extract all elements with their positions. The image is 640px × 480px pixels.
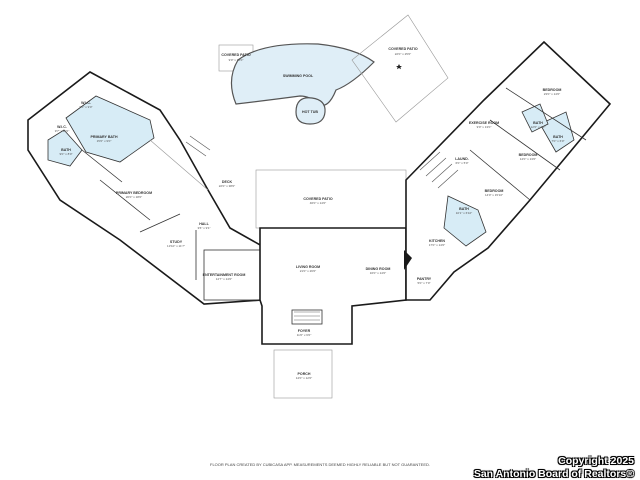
pantry-label: PANTRY — [417, 277, 432, 281]
study-dim: 13'10" x 11'7" — [167, 244, 185, 248]
deck-stairs — [185, 141, 207, 157]
bath-small-area — [47, 129, 83, 167]
bedroom-b-label: BEDROOM — [519, 153, 538, 157]
covered-patio-center-dim: 46'0" x 14'0" — [310, 201, 326, 205]
bath-east-dim: 10'1" x 6'10" — [456, 211, 472, 215]
fireplace-hatch — [294, 311, 320, 321]
bedroom-c-dim: 23'0" x 14'0" — [544, 92, 560, 96]
foyer-dim: 11'0" x 6'0" — [297, 333, 312, 337]
hot-tub-label: HOT TUB — [302, 110, 318, 114]
laundry-dim: 6'0" x 5'0" — [455, 161, 468, 165]
stairs — [419, 151, 459, 189]
bath-ne1-label: BATH — [533, 121, 543, 125]
dining-room-dim: 16'0" x 14'0" — [370, 271, 386, 275]
covered-patio-center-label: COVERED PATIO — [303, 197, 332, 201]
bath-east-area — [443, 195, 487, 247]
bedroom-b-dim: 14'0" x 13'0" — [520, 157, 536, 161]
primary-bedroom-label: PRIMARY BEDROOM — [116, 191, 152, 195]
living-room-label: LIVING ROOM — [296, 265, 320, 269]
room-labels: COVERED PATIO 9'0" x 20'0" SWIMMING POOL… — [55, 47, 565, 380]
wic2-label: W.I.C. — [57, 125, 67, 129]
bath-east-label: BATH — [459, 207, 469, 211]
pantry-dim: 5'0" x 7'0" — [417, 281, 430, 285]
primary-bedroom-dim: 20'0" x 18'0" — [126, 195, 142, 199]
plan-disclaimer: FLOOR PLAN CREATED BY CUBICASA APP. MEAS… — [210, 462, 430, 467]
wall — [505, 87, 587, 141]
hall-dim: 3'6" x 9'1" — [197, 226, 210, 230]
covered-patio-nw-label: COVERED PATIO — [221, 53, 250, 57]
study-label: STUDY — [170, 240, 183, 244]
bath-primary-small-label: BATH — [61, 148, 71, 152]
hot-tub-shape — [295, 97, 326, 125]
swimming-pool-shape — [230, 43, 375, 106]
exercise-room-dim: 9'0" x 13'0" — [477, 125, 492, 129]
deck-label: DECK — [222, 180, 233, 184]
west-wing-outline — [27, 71, 263, 305]
living-room-dim: 21'0" x 26'0" — [300, 269, 316, 273]
wall-dark — [404, 250, 412, 270]
fireplace — [291, 309, 323, 325]
kitchen-label: KITCHEN — [429, 239, 445, 243]
wall — [99, 179, 151, 221]
bath-ne2-label: BATH — [553, 135, 563, 139]
wall — [489, 119, 561, 171]
covered-patio-ne-outline — [351, 14, 449, 123]
bedroom-c-label: BEDROOM — [543, 88, 562, 92]
kitchen-dim: 17'0" x 14'0" — [429, 243, 445, 247]
swimming-pool-label: SWIMMING POOL — [283, 74, 314, 78]
wall — [149, 139, 209, 191]
realtors-board-line: San Antonio Board of Realtors® — [473, 468, 634, 480]
bedroom-a-dim: 14'0" x 15'10" — [485, 193, 503, 197]
west-wing — [27, 71, 263, 305]
bath-ne2-dim: 7'0" x 6'0" — [551, 139, 564, 143]
laundry-label: LAUND. — [455, 157, 469, 161]
exercise-room-label: EXERCISE ROOM — [469, 121, 499, 125]
center-section — [255, 169, 407, 399]
primary-bath-area — [65, 95, 155, 163]
bedroom-a-label: BEDROOM — [485, 189, 504, 193]
wall — [81, 149, 123, 183]
wic2-dim: 9'7" x 11'0" — [55, 129, 70, 133]
copyright-line: Copyright 2025 — [558, 455, 634, 467]
bath-primary-small-dim: 9'0" x 8'0" — [59, 152, 72, 156]
wic-label: W.I.C. — [81, 101, 91, 105]
covered-patio-nw-dim: 9'0" x 20'0" — [229, 58, 244, 62]
dining-room-label: DINING ROOM — [366, 267, 391, 271]
covered-patio-ne-dim: 22'0" x 25'0" — [395, 52, 411, 56]
center-outline — [259, 227, 407, 345]
hall-label: HALL — [199, 222, 209, 226]
wall — [469, 149, 531, 201]
east-wing — [404, 40, 612, 301]
bath-ne1-dim: 12'0" x 4'0" — [531, 125, 546, 129]
covered-patio-ne-label: COVERED PATIO — [388, 47, 417, 51]
deck-stairs — [189, 135, 211, 151]
primary-bath-label: PRIMARY BATH — [90, 135, 117, 139]
star-marker — [396, 64, 402, 70]
wic-dim: 9'0" x 9'0" — [79, 105, 92, 109]
bath-ne-area — [539, 111, 575, 153]
entertainment-room-dim: 14'7" x 14'0" — [216, 277, 232, 281]
wall — [139, 213, 181, 233]
deck-dim: 22'0" x 38'0" — [219, 184, 235, 188]
foyer-label: FOYER — [298, 329, 311, 333]
entertainment-room-label: ENTERTAINMENT ROOM — [203, 273, 246, 277]
porch-label: PORCH — [298, 372, 311, 376]
pool-area — [218, 14, 449, 125]
porch-dim: 14'0" x 12'0" — [296, 376, 312, 380]
east-wing-outline — [405, 40, 612, 301]
primary-bath-dim: 15'0" x 9'0" — [97, 139, 112, 143]
porch-outline — [273, 349, 333, 399]
